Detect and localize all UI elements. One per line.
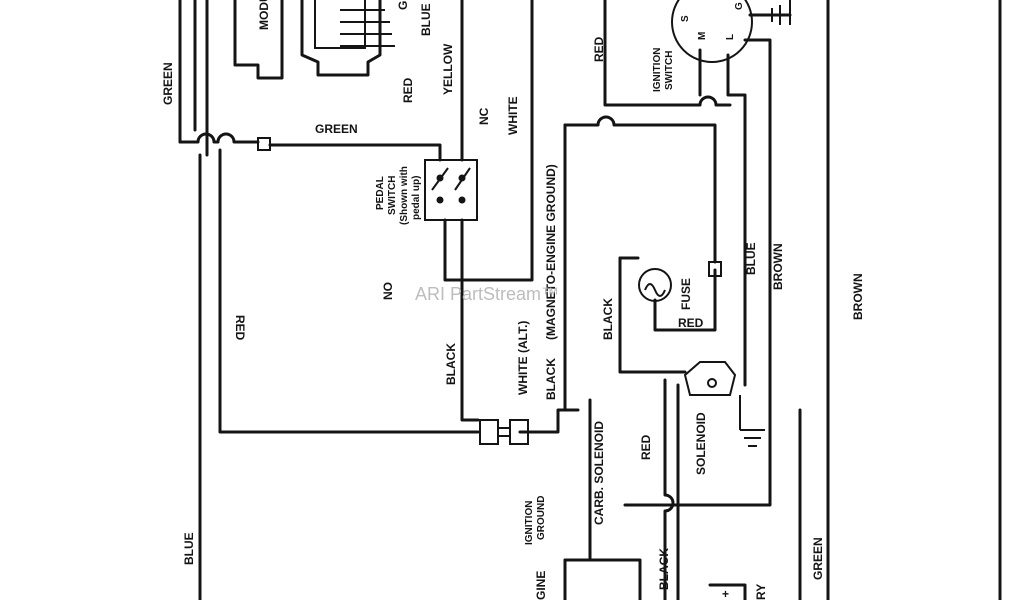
label-plus: + <box>722 587 729 600</box>
wire-fuse-left <box>618 256 687 374</box>
label-red-left: RED <box>233 315 247 341</box>
label-carb-solenoid: CARB. SOLENOID <box>592 421 606 525</box>
solenoid <box>683 361 737 396</box>
label-black-fuse: BLACK <box>601 298 615 340</box>
label-yellow: YELLOW <box>441 43 455 95</box>
label-ignition-2: SWITCH <box>664 51 675 90</box>
label-red-top-right: RED <box>592 36 606 62</box>
wire-green-top <box>178 132 260 144</box>
label-g-top: G <box>396 1 410 10</box>
label-no: NO <box>381 282 395 300</box>
label-white-alt: WHITE (ALT.) <box>516 321 530 395</box>
wire-white <box>443 0 534 282</box>
wire-red-ignition <box>603 0 732 107</box>
label-module: MODU <box>257 0 271 30</box>
label-ignition-ground-2: GROUND <box>536 496 547 540</box>
label-blue-left: BLUE <box>182 532 196 565</box>
module-connector <box>300 0 382 77</box>
wire-fuse-bottom <box>653 268 717 332</box>
label-ign-g: G <box>734 2 745 10</box>
label-ign-l: L <box>725 34 736 40</box>
module-connector-inner <box>314 0 366 49</box>
wire-top-ignition <box>563 115 717 264</box>
label-white: WHITE <box>506 96 520 135</box>
wire-green-left <box>178 0 197 144</box>
label-ign-m: M <box>697 32 708 40</box>
label-magneto-ground: (MAGNETO-ENGINE GROUND) <box>544 164 558 340</box>
label-green-bottom: GREEN <box>811 537 825 580</box>
wire-ign-brown <box>623 38 772 507</box>
wire-black-mid <box>460 218 480 422</box>
label-ignition-ground-1: IGNITION <box>524 501 535 545</box>
label-blue-right: BLUE <box>744 242 758 275</box>
wire-engine-box <box>563 558 642 600</box>
label-pedal-2: SWITCH <box>387 176 398 215</box>
watermark: ARI PartStream™ <box>415 284 559 304</box>
wire-green-top2 <box>268 143 442 162</box>
label-red-fuse: RED <box>678 316 704 330</box>
label-nc: NC <box>477 107 491 125</box>
label-pedal-3: (Shown with <box>399 166 410 225</box>
label-battery: RY <box>754 584 768 600</box>
label-pedal-4: pedal up) <box>411 176 422 220</box>
label-engine: GINE <box>534 571 548 600</box>
wire-solenoid-down <box>663 378 675 600</box>
labels: GREEN GREEN RED BLUE MODU G BLUE RED YEL… <box>161 0 865 600</box>
ignition-switch <box>671 0 753 63</box>
label-red-module: RED <box>401 77 415 103</box>
label-brown-right: BROWN <box>771 243 785 290</box>
label-green-left: GREEN <box>161 62 175 105</box>
module-pins <box>340 9 395 47</box>
label-black-magneto: BLACK <box>544 358 558 400</box>
connector-green <box>257 137 271 151</box>
label-black-mid: BLACK <box>444 343 458 385</box>
ground-symbol-solenoid <box>739 395 765 447</box>
label-black-bottom: BLACK <box>657 548 671 590</box>
wire-group <box>178 0 1002 600</box>
wire-magneto <box>518 408 580 434</box>
battery-box <box>708 583 747 600</box>
ground-symbol-top <box>771 0 791 25</box>
bullet-connector <box>479 419 529 445</box>
label-blue-top: BLUE <box>419 3 433 36</box>
label-ign-s: S <box>680 15 691 22</box>
label-pedal-1: PEDAL <box>375 176 386 210</box>
pedal-switch <box>424 159 478 221</box>
label-ignition-1: IGNITION <box>652 48 663 92</box>
label-solenoid: SOLENOID <box>694 412 708 475</box>
label-brown-far: BROWN <box>851 273 865 320</box>
label-green-top: GREEN <box>315 122 358 136</box>
module-body <box>233 0 284 80</box>
label-red-solenoid: RED <box>639 434 653 460</box>
wire-red-left <box>218 148 480 434</box>
wire-ign-l <box>726 53 747 387</box>
label-fuse: FUSE <box>679 278 693 310</box>
fuse <box>638 261 722 302</box>
